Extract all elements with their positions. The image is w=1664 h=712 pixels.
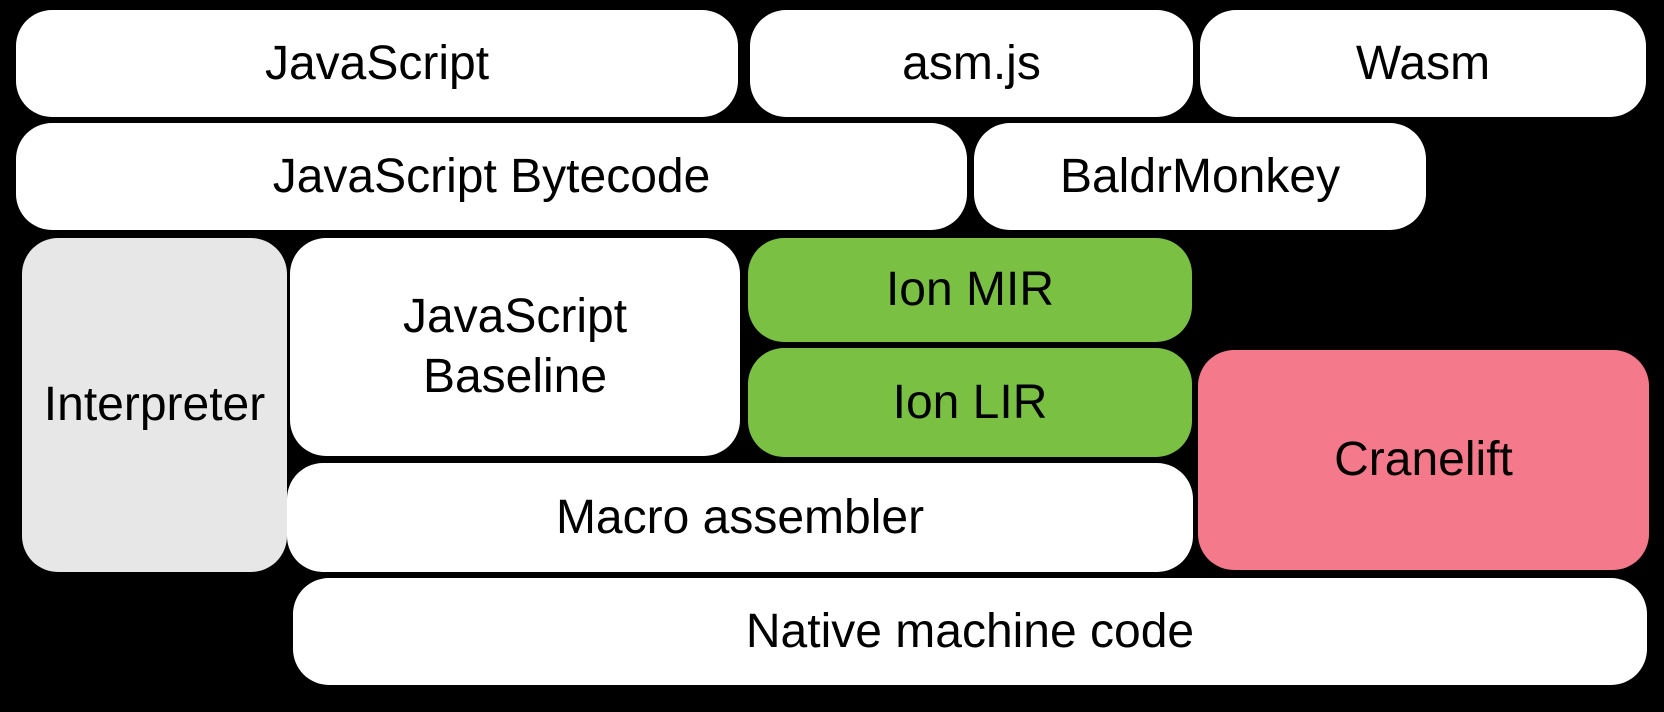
block-asm-js: asm.js [750, 10, 1193, 117]
block-baldrmonkey: BaldrMonkey [974, 123, 1426, 230]
block-native-machine-code-label: Native machine code [745, 604, 1195, 658]
block-javascript-bytecode-label: JavaScript Bytecode [272, 149, 711, 203]
block-macro-assembler: Macro assembler [287, 463, 1193, 572]
block-ion-mir: Ion MIR [748, 238, 1192, 342]
block-cranelift: Cranelift [1198, 350, 1649, 570]
block-interpreter-label: Interpreter [43, 378, 266, 431]
block-cranelift-label: Cranelift [1334, 433, 1513, 486]
block-wasm: Wasm [1200, 10, 1646, 117]
block-baldrmonkey-label: BaldrMonkey [1059, 149, 1341, 203]
block-macro-assembler-label: Macro assembler [555, 490, 925, 544]
block-interpreter: Interpreter [22, 238, 287, 572]
block-ion-lir-label: Ion LIR [892, 375, 1048, 429]
block-javascript-bytecode: JavaScript Bytecode [16, 123, 967, 230]
block-native-machine-code: Native machine code [293, 578, 1647, 685]
block-javascript: JavaScript [16, 10, 738, 117]
block-javascript-baseline-label: JavaScript Baseline [402, 290, 628, 403]
block-ion-lir: Ion LIR [748, 348, 1192, 457]
block-wasm-label: Wasm [1355, 36, 1491, 90]
block-javascript-baseline: JavaScript Baseline [290, 238, 740, 456]
block-asm-js-label: asm.js [902, 36, 1041, 90]
block-javascript-label: JavaScript [264, 36, 490, 90]
block-ion-mir-label: Ion MIR [885, 263, 1055, 316]
